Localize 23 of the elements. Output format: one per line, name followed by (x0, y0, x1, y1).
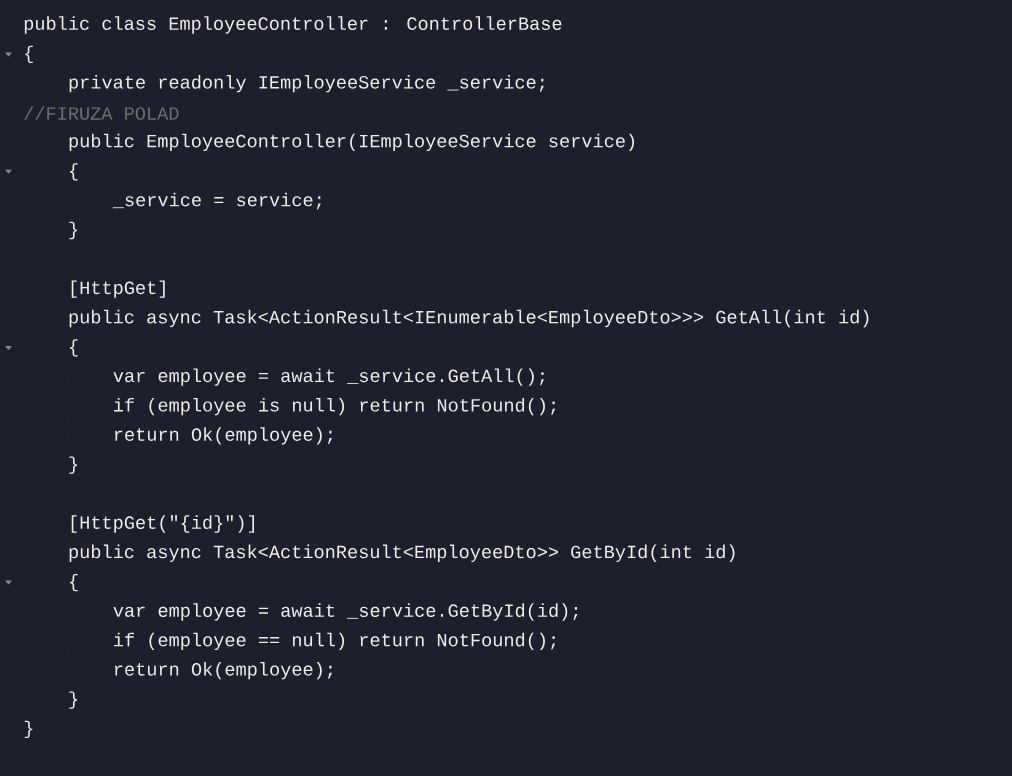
code-line: public class EmployeeController : ControllerBase (24, 16, 562, 34)
code-line: } (24, 720, 33, 739)
code-line: { (70, 573, 78, 592)
code-line: } (69, 456, 78, 474)
code-line: var employee = await _service.GetAll(); (113, 368, 544, 386)
code-line: if (employee is null) return NotFound(); (114, 397, 556, 416)
code-line: _service = service; (112, 192, 321, 210)
code-line: { (25, 45, 33, 64)
code-line: return Ok(employee); (115, 427, 332, 445)
code-line: return Ok(employee); (115, 662, 332, 680)
code-line: private readonly IEmployeeService _service; (69, 75, 544, 93)
code-line: { (70, 339, 78, 357)
code-comment: //FIRUZA POLAD (24, 106, 179, 120)
code-line: public async Task<ActionResult<IEnumerable<EmployeeDto>>> GetAll(int id) (69, 309, 869, 328)
code-line: } (69, 691, 78, 709)
code-line: public EmployeeController(IEmployeeService service) (69, 133, 635, 152)
code-line: if (employee == null) return NotFound(); (114, 632, 556, 651)
code-line: [HttpGet("{id}")] (71, 515, 254, 533)
code-line: public async Task<ActionResult<EmployeeDto>> GetById(int id) (69, 544, 735, 562)
code-line: [HttpGet] (71, 280, 165, 298)
code-line: var employee = await _service.GetById(id); (113, 603, 578, 621)
code-line: } (69, 221, 78, 240)
code-line: { (70, 163, 78, 181)
